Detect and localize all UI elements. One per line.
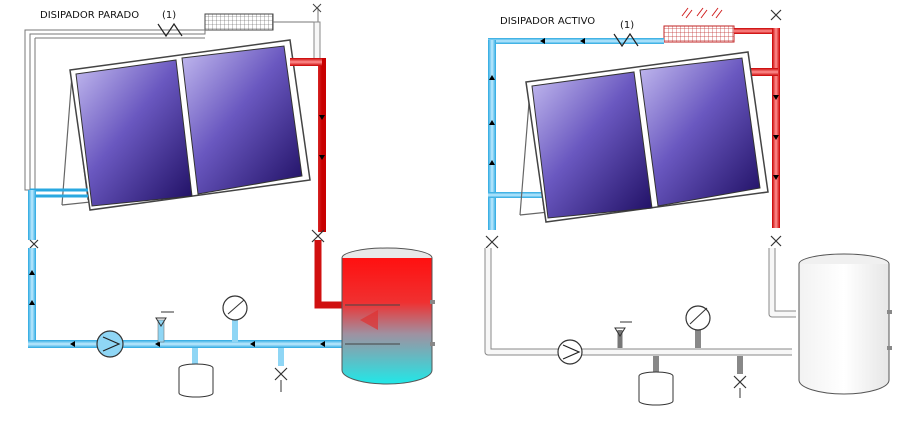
- right-safety-valve-icon: [614, 327, 626, 337]
- right-pressure-gauge-icon: [685, 305, 711, 331]
- right-cold-pipe-top: [488, 38, 664, 44]
- right-cold-flow-arrows: [489, 75, 495, 165]
- right-cold-pipe-collector: [488, 192, 548, 198]
- left-hot-pipe-top: [290, 58, 322, 66]
- left-cold-pipe-bottom: [28, 340, 348, 348]
- left-tank-heat-arrow: [360, 310, 378, 330]
- left-safety-valve-icon: [155, 317, 167, 327]
- left-top-valve-icon: [312, 3, 322, 13]
- left-title: DISIPADOR PARADO: [40, 10, 139, 21]
- right-cold-pipe-v: [488, 40, 496, 230]
- left-cold-flow-arrows: [29, 270, 325, 347]
- right-tank: [798, 264, 890, 395]
- left-hot-pipe-lower: [314, 240, 345, 309]
- right-hot-valve-icon: [770, 235, 782, 247]
- left-gauge-branch: [232, 318, 238, 342]
- right-idle-pipe-outer: [484, 248, 796, 356]
- right-heat-waves-icon: [681, 7, 723, 19]
- left-hot-valve-icon: [311, 229, 325, 243]
- left-expansion-branch: [192, 348, 198, 368]
- left-cold-pipe-v1: [28, 190, 36, 240]
- left-check-valve-label: (1): [162, 10, 176, 21]
- right-cold-valve-icon: [485, 235, 499, 249]
- left-system: DISIPADOR PARADO (1): [24, 3, 435, 398]
- left-dissipator-feed: [313, 21, 321, 63]
- left-cold-pipe-v2: [28, 248, 36, 348]
- left-safety-branch: [157, 319, 165, 343]
- right-collector-panel-1: [531, 71, 653, 219]
- right-hot-pipe-v: [772, 28, 780, 228]
- right-gauge-needle: [689, 307, 708, 325]
- left-drain-valve-icon: [274, 367, 288, 381]
- right-expansion-vessel: [638, 376, 674, 406]
- left-check-valve-icon: [157, 22, 183, 38]
- left-pump-arrow: [102, 336, 121, 352]
- right-hot-pipe-collector: [748, 68, 778, 76]
- left-expansion-vessel: [178, 368, 214, 398]
- left-collector-panel-2: [181, 45, 303, 195]
- left-tank-port-2: [430, 342, 435, 346]
- left-thin-pipe-outline: [24, 29, 206, 191]
- left-collector-panel-1: [75, 59, 193, 207]
- right-drain-valve-icon: [733, 375, 747, 389]
- left-gauge-needle: [227, 299, 245, 315]
- right-dissipator: [663, 25, 735, 43]
- right-tank-port-2: [887, 346, 892, 350]
- left-cold-valve-icon: [29, 239, 39, 249]
- right-cold-top-arrows: [540, 38, 585, 44]
- right-pump-arrow: [562, 344, 581, 360]
- left-cold-pipe-collector-out: [30, 188, 88, 198]
- right-check-valve-label: (1): [620, 20, 634, 31]
- right-hot-flow-arrows: [773, 95, 779, 180]
- left-drain-branch: [278, 348, 284, 366]
- right-idle-pipe-inner: [485, 248, 796, 355]
- left-dissipator: [204, 13, 274, 31]
- left-tank: [341, 258, 433, 385]
- left-hot-flow-arrows: [319, 115, 325, 160]
- right-top-valve-icon: [770, 9, 782, 21]
- right-title: DISIPADOR ACTIVO: [500, 16, 595, 27]
- right-collector-panel-2: [639, 57, 761, 207]
- right-tank-port-1: [887, 310, 892, 314]
- right-check-valve-icon: [613, 32, 639, 48]
- right-hot-pipe-top: [734, 28, 776, 34]
- left-thin-pipes: [34, 8, 319, 190]
- left-tank-port-1: [430, 300, 435, 304]
- right-system: DISIPADOR ACTIVO (1): [484, 7, 892, 406]
- left-tank-coil: [345, 304, 400, 345]
